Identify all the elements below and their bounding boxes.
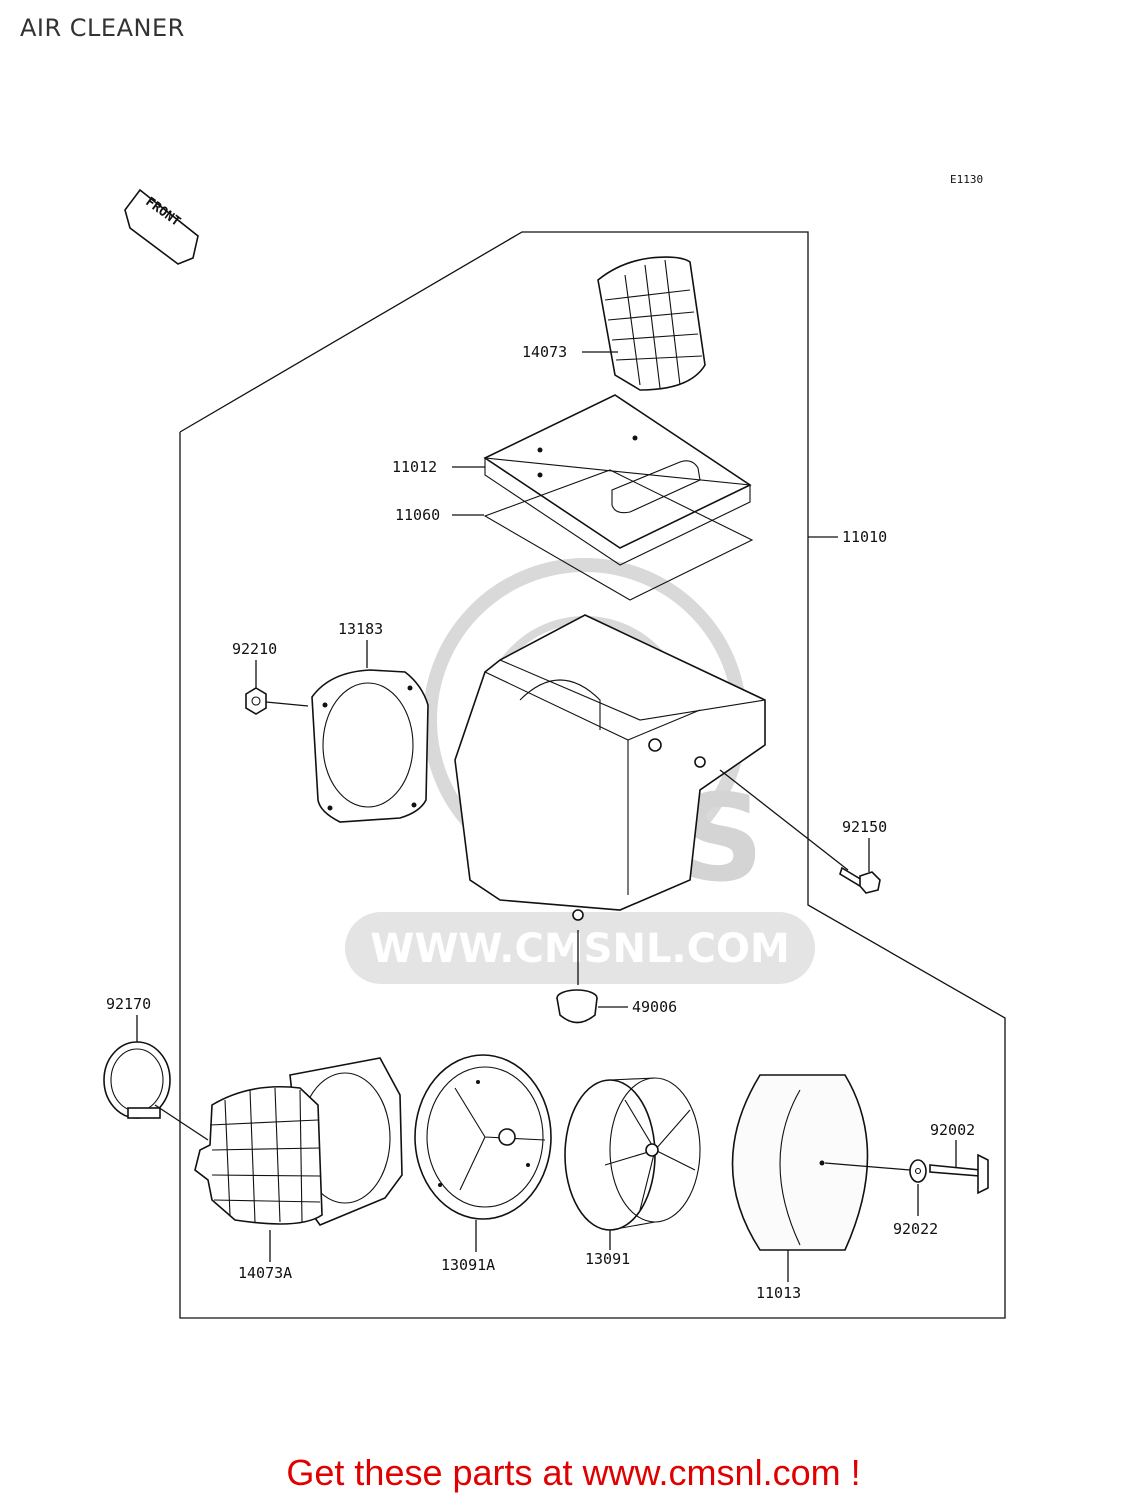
label-13091: 13091 (585, 1250, 630, 1268)
nut-92210 (245, 687, 267, 715)
plate-13183 (311, 669, 429, 823)
cap-49006 (556, 989, 598, 1024)
label-11012: 11012 (392, 458, 437, 476)
bolt-92150 (839, 866, 881, 894)
label-14073A: 14073A (238, 1264, 292, 1282)
filter-element-11013 (731, 1074, 869, 1251)
gasket-11060 (483, 469, 754, 601)
watermark-text: WWW.CMSNL.COM (370, 926, 790, 972)
label-13091A: 13091A (441, 1256, 495, 1274)
label-11010: 11010 (842, 528, 887, 546)
intake-duct-14073 (597, 256, 706, 391)
boot-14073A (194, 1057, 403, 1226)
label-92022: 92022 (893, 1220, 938, 1238)
diagram-code: E1130 (950, 173, 983, 186)
label-11060: 11060 (395, 506, 440, 524)
label-49006: 49006 (632, 998, 677, 1016)
promo-link[interactable]: Get these parts at www.cmsnl.com ! (286, 1452, 861, 1493)
assembly-outline (179, 231, 1006, 1319)
filter-cage-13091 (564, 1077, 701, 1231)
label-92210: 92210 (232, 640, 277, 658)
cover-11012 (483, 394, 752, 566)
label-13183: 13183 (338, 620, 383, 638)
label-11013: 11013 (756, 1284, 801, 1302)
page-title: AIR CLEANER (20, 14, 185, 42)
air-box-housing (454, 614, 766, 921)
label-14073: 14073 (522, 343, 567, 361)
washer-92022 (909, 1159, 927, 1183)
parts-diagram: CMS WWW.CMSNL.COM E1130 FRONT 14073 1101… (103, 173, 1006, 1319)
front-arrow-icon: FRONT (124, 188, 199, 265)
backplate-13091A (414, 1054, 552, 1220)
label-92170: 92170 (106, 995, 151, 1013)
clamp-92170 (103, 1041, 171, 1119)
label-92150: 92150 (842, 818, 887, 836)
wing-bolt-92002 (929, 1153, 989, 1195)
label-92002: 92002 (930, 1121, 975, 1139)
